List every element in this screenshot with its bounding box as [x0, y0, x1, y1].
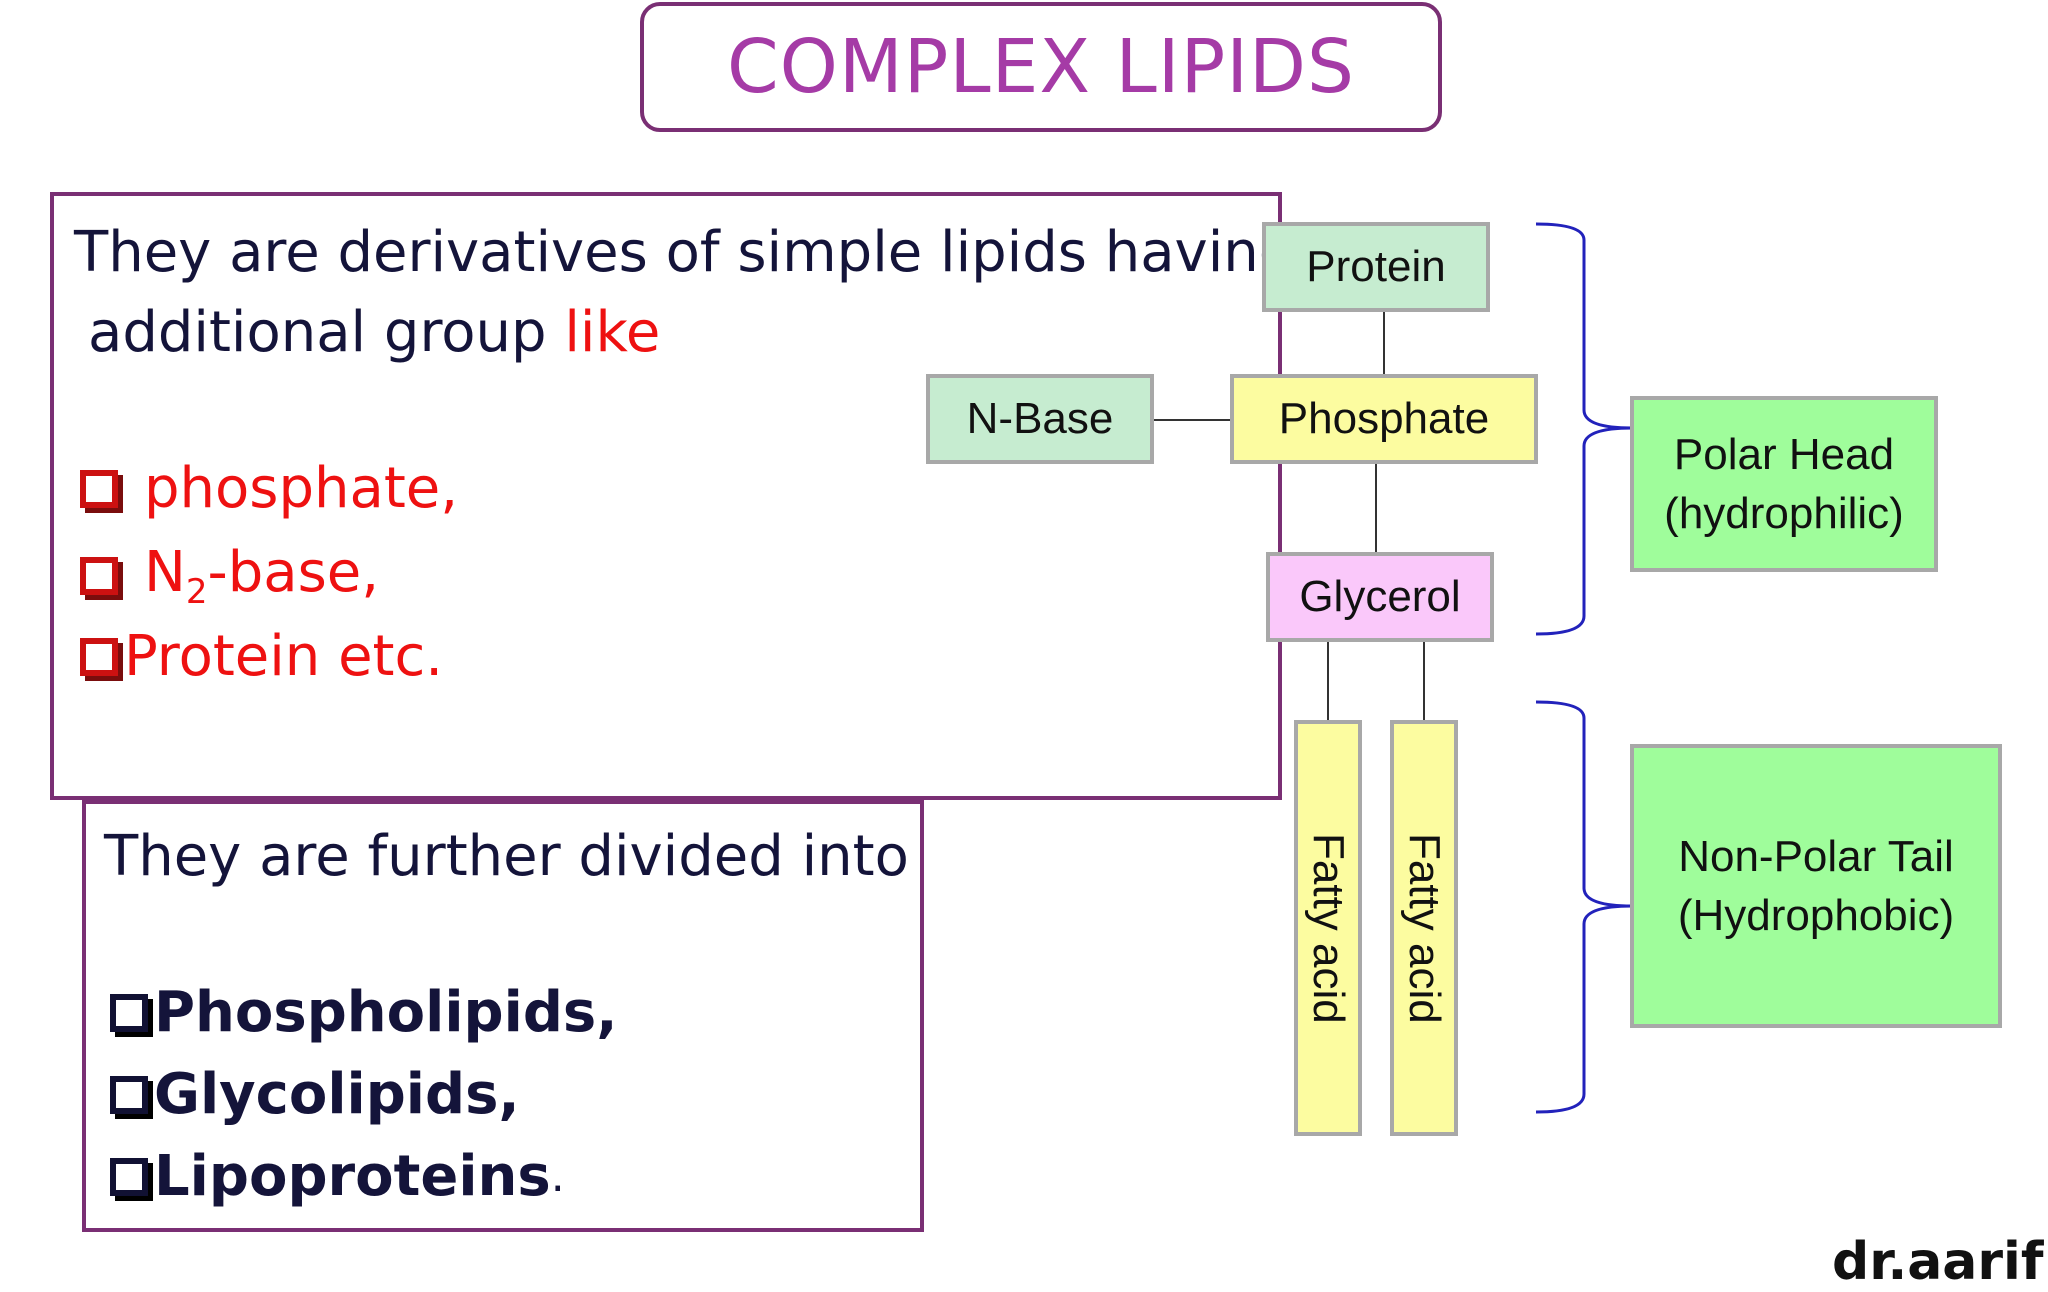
definition-line-2-text: additional group [88, 300, 565, 365]
non-polar-tail-text: Non-Polar Tail (Hydrophobic) [1678, 827, 1954, 946]
node-protein-label: Protein [1306, 242, 1446, 291]
node-phosphate: Phosphate [1230, 374, 1538, 464]
node-n-base: N-Base [926, 374, 1154, 464]
node-fatty-acid-1-label: Fatty acid [1304, 832, 1353, 1024]
definition-like: like [564, 300, 661, 365]
division-punct: , [498, 1062, 520, 1127]
bullet-protein: Protein etc. [80, 624, 443, 689]
division-lipoproteins-label: Lipoproteins [154, 1144, 551, 1209]
subscript-2: 2 [185, 572, 208, 613]
non-polar-tail-title: Non-Polar Tail [1678, 831, 1954, 881]
checkbox-bullet-icon [110, 1075, 148, 1114]
node-fatty-acid-1: Fatty acid [1294, 720, 1362, 1136]
bullet-phosphate-text: phosphate, [144, 456, 459, 521]
division-glycolipids-label: Glycolipids [154, 1062, 499, 1127]
node-fatty-acid-2: Fatty acid [1390, 720, 1458, 1136]
title-box: COMPLEX LIPIDS [640, 2, 1442, 132]
division-punct: . [550, 1151, 565, 1202]
node-n-base-label: N-Base [966, 394, 1114, 443]
checkbox-bullet-icon [80, 557, 118, 596]
bullet-protein-text: Protein etc. [124, 624, 444, 689]
definition-box: They are derivatives of simple lipids ha… [50, 192, 1294, 800]
non-polar-tail-subtitle: (Hydrophobic) [1677, 891, 1955, 940]
page-title: COMPLEX LIPIDS [726, 24, 1356, 110]
node-fatty-acid-2-label: Fatty acid [1400, 832, 1449, 1024]
polar-head-subtitle: (hydrophilic) [1664, 489, 1904, 538]
division-item-lipoproteins: Lipoproteins. [110, 1144, 565, 1209]
division-item-phospholipids: Phospholipids, [110, 980, 618, 1045]
checkbox-bullet-icon [110, 1157, 148, 1196]
watermark: dr.aarif [1832, 1232, 2044, 1292]
checkbox-bullet-icon [80, 637, 118, 676]
node-protein: Protein [1262, 222, 1490, 312]
bullet-n-base-text: N2-base, [144, 540, 379, 612]
non-polar-tail-label-box: Non-Polar Tail (Hydrophobic) [1630, 744, 2002, 1028]
definition-line-2: additional group like [88, 300, 660, 365]
division-item-glycolipids: Glycolipids, [110, 1062, 520, 1127]
checkbox-bullet-icon [80, 469, 118, 508]
definition-line-1: They are derivatives of simple lipids ha… [74, 220, 1295, 285]
brace-non-polar-tail [1535, 700, 1633, 1114]
divisions-intro: They are further divided into [104, 824, 909, 889]
node-glycerol: Glycerol [1266, 552, 1494, 642]
n-symbol: N [144, 540, 186, 605]
polar-head-title: Polar Head [1673, 429, 1895, 479]
division-punct: , [596, 980, 618, 1045]
base-text: -base, [207, 540, 380, 605]
division-phospholipids-label: Phospholipids [154, 980, 597, 1045]
bullet-n-base: N2-base, [80, 540, 379, 612]
polar-head-text: Polar Head (hydrophilic) [1664, 425, 1904, 544]
node-glycerol-label: Glycerol [1299, 572, 1461, 621]
brace-polar-head [1535, 222, 1633, 636]
checkbox-bullet-icon [110, 993, 148, 1032]
bullet-phosphate: phosphate, [80, 456, 458, 521]
node-phosphate-label: Phosphate [1278, 394, 1490, 443]
divisions-box: They are further divided into Phospholip… [82, 800, 924, 1232]
polar-head-label-box: Polar Head (hydrophilic) [1630, 396, 1938, 572]
